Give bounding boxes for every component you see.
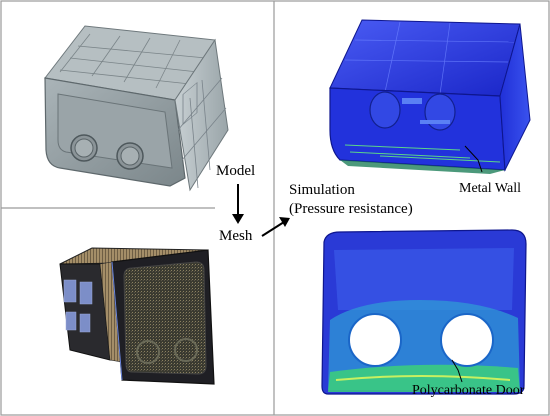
label-metal-wall: Metal Wall xyxy=(459,181,521,196)
mesh-render xyxy=(59,247,215,385)
label-polycarbonate-door: Polycarbonate Door xyxy=(412,383,525,398)
model-render xyxy=(44,25,229,192)
door-simulation-render xyxy=(321,229,527,395)
simulation-box-render xyxy=(329,19,531,174)
arrow-mesh-to-simulation xyxy=(261,217,290,237)
label-model: Model xyxy=(216,163,256,179)
arrow-model-to-mesh xyxy=(232,184,244,224)
label-simulation: Simulation xyxy=(289,182,355,198)
label-mesh: Mesh xyxy=(219,228,253,244)
label-simulation-subtitle: (Pressure resistance) xyxy=(289,201,413,217)
